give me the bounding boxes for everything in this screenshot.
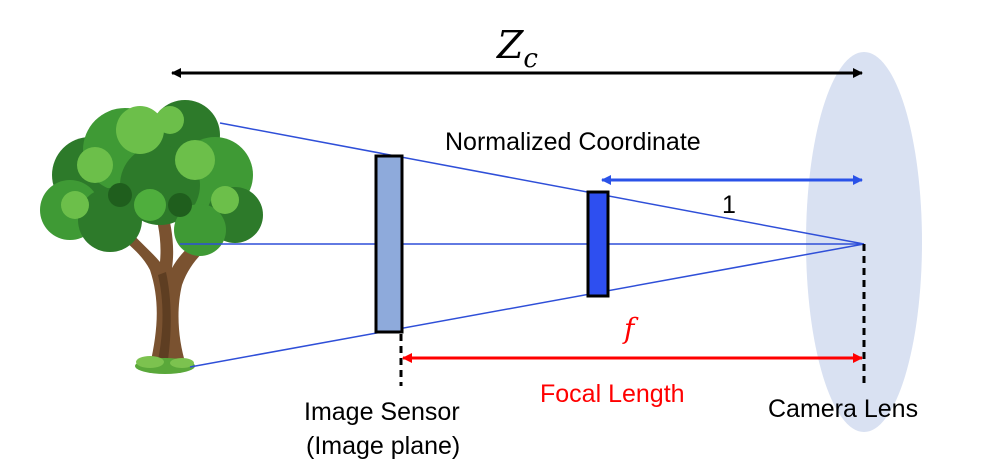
zc-label: Zc xyxy=(496,23,538,74)
ray-top xyxy=(219,122,865,245)
camera-lens-label: Camera Lens xyxy=(768,395,918,423)
ray-bottom xyxy=(189,243,865,368)
normalized-plane-rect xyxy=(586,190,610,298)
normalized-coordinate-label: Normalized Coordinate xyxy=(445,128,701,156)
camera-lens-ellipse xyxy=(806,52,922,432)
image-sensor-label: Image Sensor xyxy=(304,398,460,426)
f-symbol-label: f xyxy=(622,312,639,345)
focal-length-label: Focal Length xyxy=(540,380,685,408)
image-plane-label: (Image plane) xyxy=(306,432,460,460)
image-sensor-rect xyxy=(374,154,404,334)
unit-one-label: 1 xyxy=(722,191,736,219)
tree-icon xyxy=(40,100,263,374)
